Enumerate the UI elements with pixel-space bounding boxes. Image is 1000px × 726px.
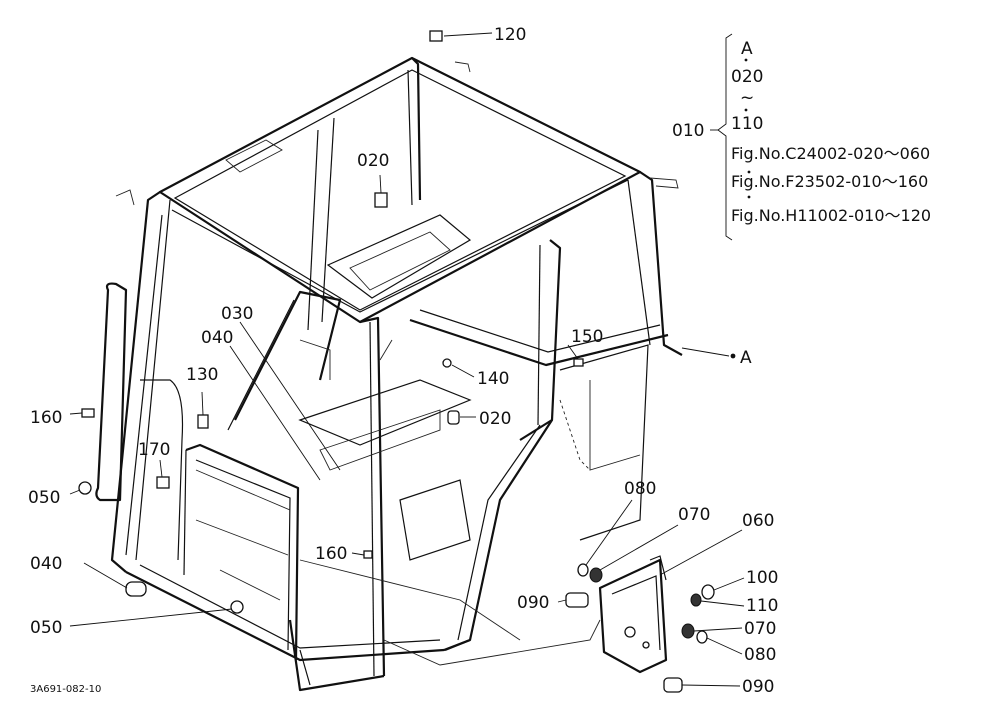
reference-line-6: Fig.No.F23502-010～160 (731, 172, 928, 191)
reference-line-4: 110 (731, 114, 763, 134)
part-080-upper (577, 563, 589, 577)
callout-090-lower: 090 (742, 677, 774, 697)
callout-A: A (740, 348, 752, 368)
part-050-lower (230, 600, 244, 614)
part-130 (197, 414, 209, 429)
part-070-upper (589, 567, 603, 583)
callout-110: 110 (746, 596, 778, 616)
callout-080-lower: 080 (744, 645, 776, 665)
callout-020-mid: 020 (479, 409, 511, 429)
hardware-parts (78, 30, 715, 693)
part-080-lower (696, 630, 708, 644)
reference-line-7: Fig.No.H11002-010～120 (731, 206, 931, 225)
callout-070-upper: 070 (678, 505, 710, 525)
part-020-mid (447, 410, 460, 425)
callout-050-upper: 050 (28, 488, 60, 508)
callout-090-upper: 090 (517, 593, 549, 613)
callout-030: 030 (221, 304, 253, 324)
cab-frame (95, 56, 683, 692)
part-090-upper (565, 592, 589, 608)
part-170 (156, 476, 170, 489)
part-070-lower (681, 623, 695, 639)
reference-line-2: 020 (731, 67, 763, 87)
part-150 (573, 358, 584, 367)
callout-160-center: 160 (315, 544, 347, 564)
reference-line-1: A (741, 39, 753, 59)
part-140 (442, 358, 452, 368)
reference-text: 010 A 020 ~ 110 Fig.No.C24002-020～060 Fi… (672, 39, 931, 225)
callout-160-left: 160 (30, 408, 62, 428)
part-120 (429, 30, 443, 42)
reference-label-010: 010 (672, 121, 704, 141)
callout-120: 120 (494, 25, 526, 45)
callout-130: 130 (186, 365, 218, 385)
part-090-lower (663, 677, 683, 693)
callout-070-lower: 070 (744, 619, 776, 639)
reference-bracket (710, 33, 751, 241)
callout-140: 140 (477, 369, 509, 389)
part-110 (690, 593, 702, 607)
callout-040-mid: 040 (201, 328, 233, 348)
callout-150: 150 (571, 327, 603, 347)
callout-labels: 120 020 030 040 130 160 170 050 040 050 … (28, 25, 778, 697)
part-040-lower (125, 581, 147, 597)
leader-lines (69, 32, 745, 687)
part-160-center (363, 550, 373, 559)
reference-line-5: Fig.No.C24002-020～060 (731, 144, 930, 163)
callout-020-top: 020 (357, 151, 389, 171)
part-160-left (81, 408, 95, 418)
part-100 (701, 584, 715, 600)
callout-060: 060 (742, 511, 774, 531)
mounting-bracket (598, 555, 668, 674)
part-020-top (374, 192, 388, 208)
callout-050-lower: 050 (30, 618, 62, 638)
part-050-upper (78, 481, 92, 495)
callout-170: 170 (138, 440, 170, 460)
callout-080-upper: 080 (624, 479, 656, 499)
callout-040-lower: 040 (30, 554, 62, 574)
callout-100: 100 (746, 568, 778, 588)
reference-line-3: ~ (740, 88, 754, 108)
drawing-code: 3A691-082-10 (30, 684, 101, 695)
